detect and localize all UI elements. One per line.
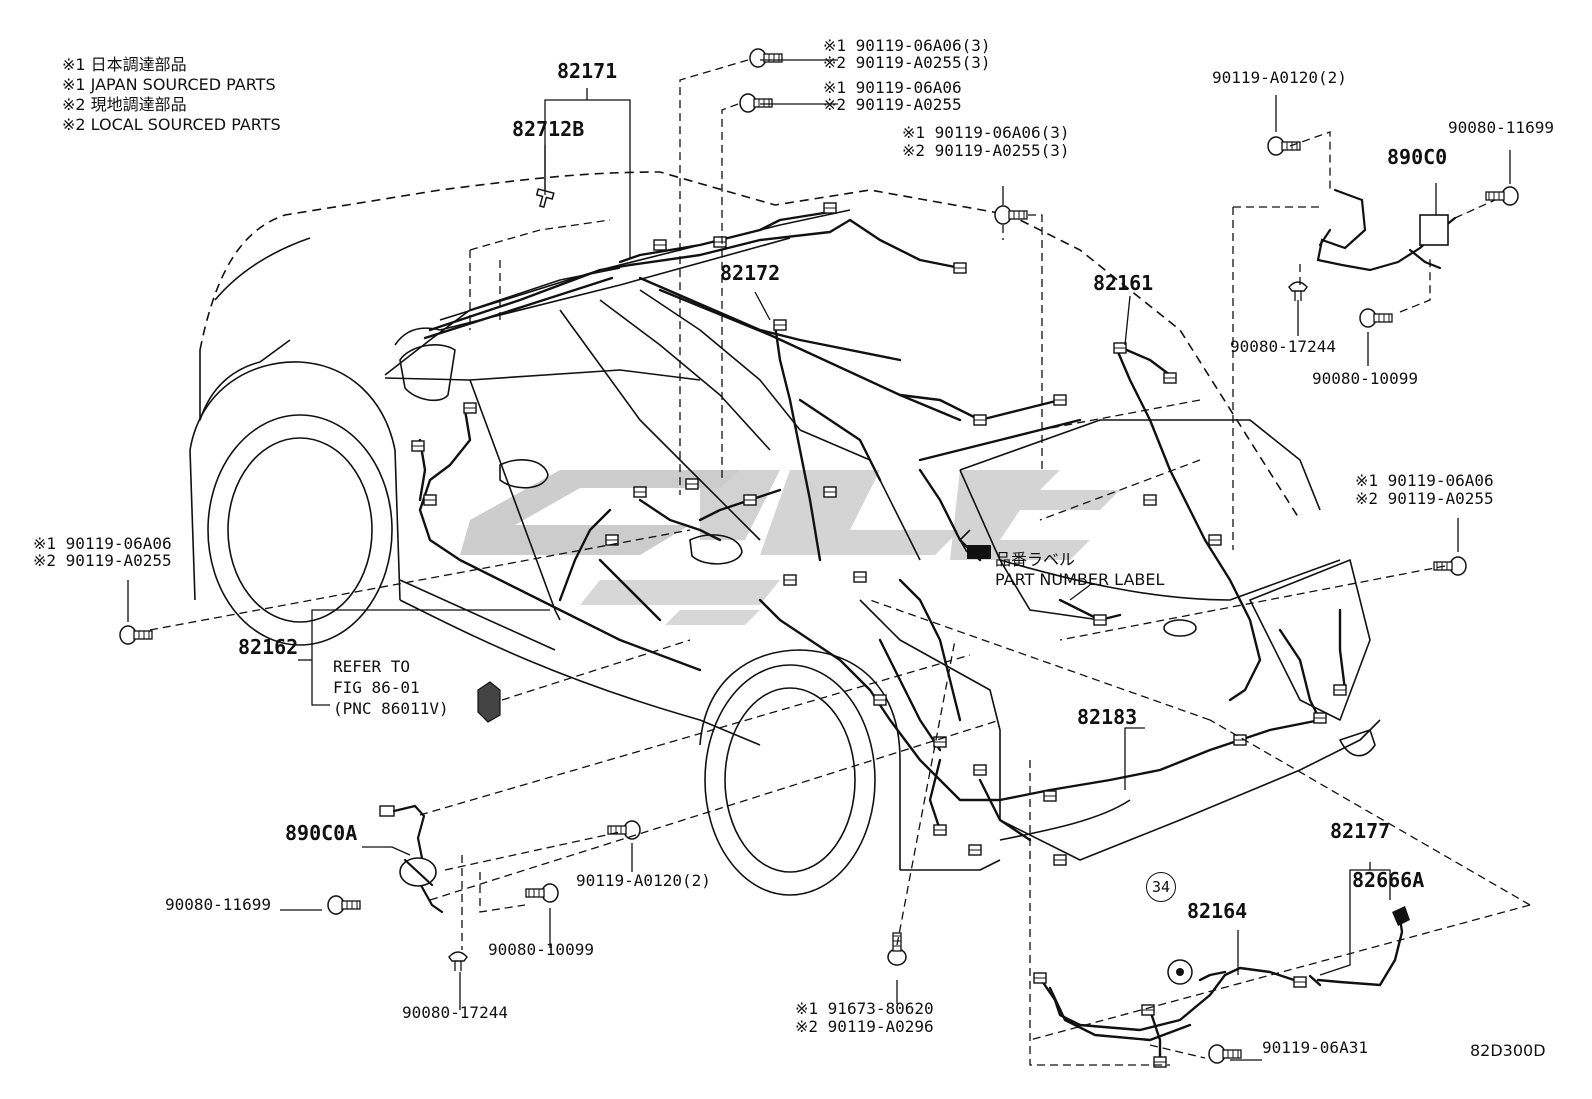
- callout-top-bolt-b1[interactable]: ※1 90119-06A06: [823, 78, 962, 97]
- part-82666A: [1392, 906, 1410, 926]
- solid-leaders: [127, 59, 1511, 1061]
- refer-pnc-text[interactable]: (PNC 86011V): [333, 699, 449, 718]
- wire-harnesses: [418, 210, 1347, 842]
- legend: ※1 日本調達部品 ※1 JAPAN SOURCED PARTS ※2 現地調達…: [62, 55, 281, 135]
- callout-lower-90080-17244[interactable]: 90080-17244: [402, 1003, 508, 1022]
- grommet-86011V: [477, 681, 501, 723]
- callout-top-bolt-b2[interactable]: ※2 90119-A0255: [823, 95, 962, 114]
- harness-82164-connectors: [1033, 959, 1307, 1068]
- callout-lower-90080-11699[interactable]: 90080-11699: [165, 895, 271, 914]
- callout-right-bolt-d2[interactable]: ※2 90119-A0255: [1355, 489, 1494, 508]
- legend-line: ※1 JAPAN SOURCED PARTS: [62, 75, 276, 94]
- part-label-82712B[interactable]: 82712B: [512, 117, 585, 141]
- sensor-890C0: [1316, 188, 1457, 272]
- part-label-82164[interactable]: 82164: [1187, 899, 1248, 923]
- callout-lower-90080-10099[interactable]: 90080-10099: [488, 940, 594, 959]
- callout-right-90080-17244[interactable]: 90080-17244: [1230, 337, 1336, 356]
- harness-82177: [1308, 916, 1404, 987]
- part-label-82162[interactable]: 82162: [238, 635, 299, 659]
- part-label-82172[interactable]: 82172: [720, 261, 781, 285]
- legend-line: ※1 日本調達部品: [62, 55, 187, 74]
- callout-mid-bolt-c1[interactable]: ※1 90119-06A06(3): [902, 123, 1070, 142]
- part-label-890C0A[interactable]: 890C0A: [285, 821, 358, 845]
- legend-line: ※2 LOCAL SOURCED PARTS: [62, 115, 281, 134]
- harness-82164: [1038, 966, 1302, 1062]
- part-label-82171[interactable]: 82171: [557, 59, 618, 83]
- callout-right-bolt-d1[interactable]: ※1 90119-06A06: [1355, 471, 1494, 490]
- callout-left-bolt-e2[interactable]: ※2 90119-A0255: [33, 551, 172, 570]
- figure-code: 82D300D: [1470, 1041, 1546, 1060]
- part-label-82183[interactable]: 82183: [1077, 705, 1138, 729]
- callout-right-90119-A0120[interactable]: 90119-A0120(2): [1212, 68, 1347, 87]
- callout-right-90080-10099[interactable]: 90080-10099: [1312, 369, 1418, 388]
- reference-circle-34[interactable]: 34: [1146, 872, 1176, 902]
- callout-bottom-clip-2[interactable]: ※2 90119-A0296: [795, 1017, 934, 1036]
- clip-82712B: [535, 188, 555, 209]
- leader-lines: [149, 59, 1531, 1066]
- refer-to-text: REFER TO: [333, 657, 411, 676]
- part-label-82666A[interactable]: 82666A: [1352, 868, 1425, 892]
- part-label-82161[interactable]: 82161: [1093, 271, 1154, 295]
- callout-lower-90119-A0120[interactable]: 90119-A0120(2): [576, 871, 711, 890]
- callout-right-90080-11699[interactable]: 90080-11699: [1448, 118, 1554, 137]
- part-label-890C0[interactable]: 890C0: [1387, 145, 1448, 169]
- vehicle-body-outline: [189, 171, 1381, 896]
- sensor-890C0A: [379, 804, 444, 914]
- part-label-82177[interactable]: 82177: [1330, 819, 1391, 843]
- callout-bottom-90119-06A31[interactable]: 90119-06A31: [1262, 1038, 1368, 1057]
- callout-mid-bolt-c2[interactable]: ※2 90119-A0255(3): [902, 141, 1070, 160]
- refer-fig-text[interactable]: FIG 86-01: [333, 678, 420, 697]
- part-number-label-mark: [958, 529, 991, 559]
- legend-line: ※2 現地調達部品: [62, 95, 187, 114]
- watermark-logo: [460, 470, 1120, 625]
- callout-top-bolt-a1[interactable]: ※1 90119-06A06(3): [823, 36, 991, 55]
- callout-bottom-clip-1[interactable]: ※1 91673-80620: [795, 999, 934, 1018]
- part-number-label-jp: 品番ラベル: [995, 550, 1076, 569]
- callout-top-bolt-a2[interactable]: ※2 90119-A0255(3): [823, 53, 991, 72]
- callout-left-bolt-e1[interactable]: ※1 90119-06A06: [33, 534, 172, 553]
- part-number-label-en: PART NUMBER LABEL: [995, 570, 1165, 589]
